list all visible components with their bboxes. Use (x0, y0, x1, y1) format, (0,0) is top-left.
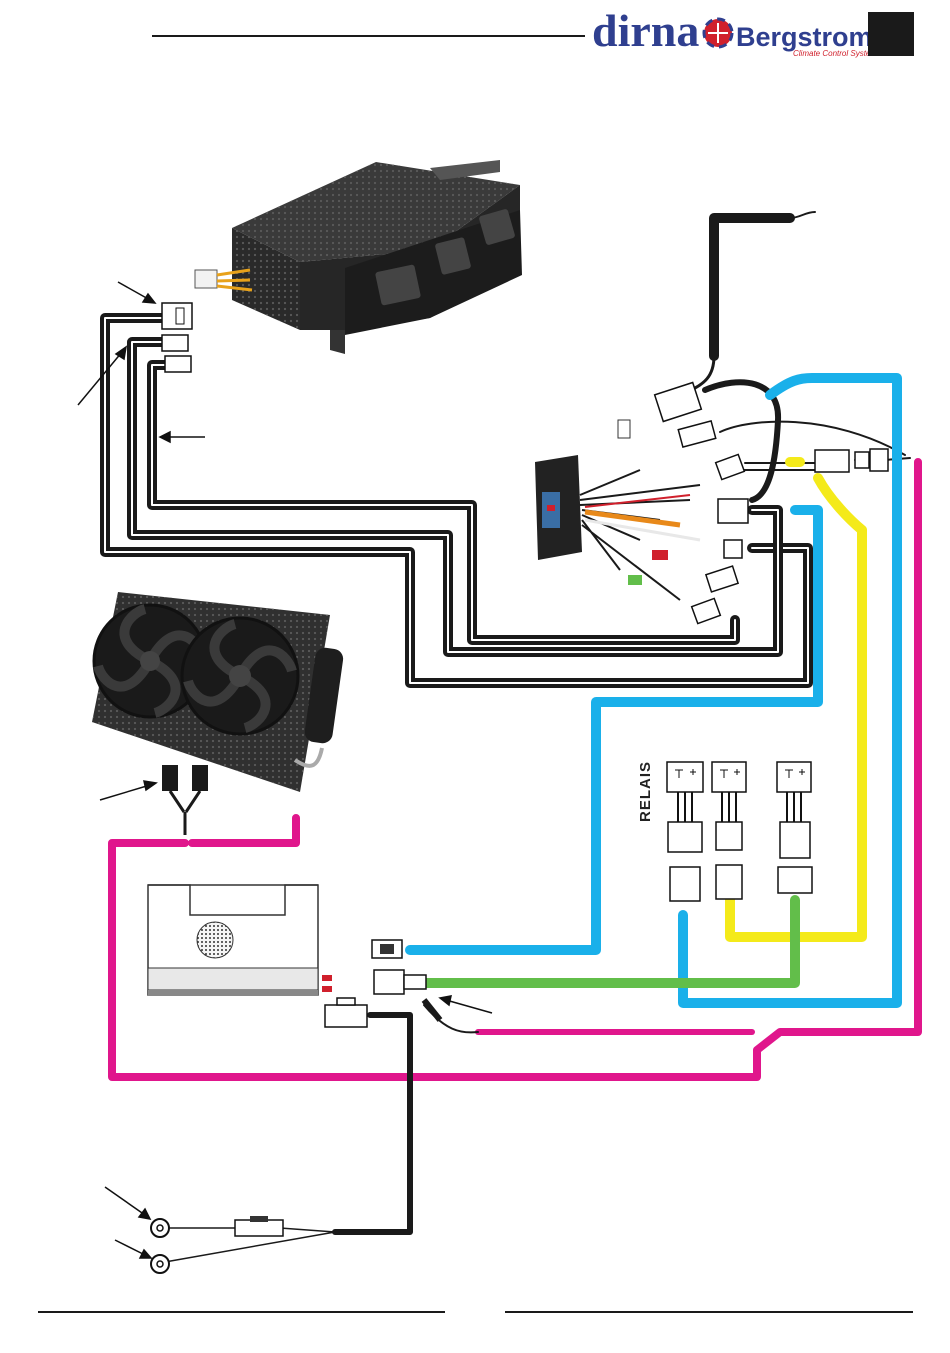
magenta-wire-2 (192, 818, 296, 843)
brand-dirna: dirna (592, 5, 699, 56)
relay-icon (777, 762, 812, 893)
relay-icon (712, 762, 746, 899)
brand-bergstrom: Bergstrom (736, 22, 873, 52)
relay-label: RELAIS (637, 761, 654, 822)
relay-icon (667, 762, 703, 901)
condenser-fan-unit-icon (92, 592, 344, 835)
inline-fuse-icon (235, 1216, 283, 1236)
ring-terminal-icon (151, 1219, 169, 1237)
brand-tagline: Climate Control Systems (793, 49, 881, 58)
compressor-unit-icon (148, 885, 332, 996)
evaporator-unit-icon (195, 160, 522, 354)
black-supply-lead (714, 218, 790, 356)
control-panel-icon (535, 420, 700, 600)
page-tab-marker (868, 12, 914, 56)
ring-terminal-icon (151, 1255, 169, 1273)
header: dirna Bergstrom Climate Control Systems (152, 5, 914, 58)
control-harness-connectors (655, 383, 888, 624)
dirna-bergstrom-logo-icon (704, 19, 732, 47)
relays: RELAIS (637, 761, 812, 901)
evaporator-connectors (162, 303, 192, 372)
black-ground-lead (335, 1015, 410, 1232)
